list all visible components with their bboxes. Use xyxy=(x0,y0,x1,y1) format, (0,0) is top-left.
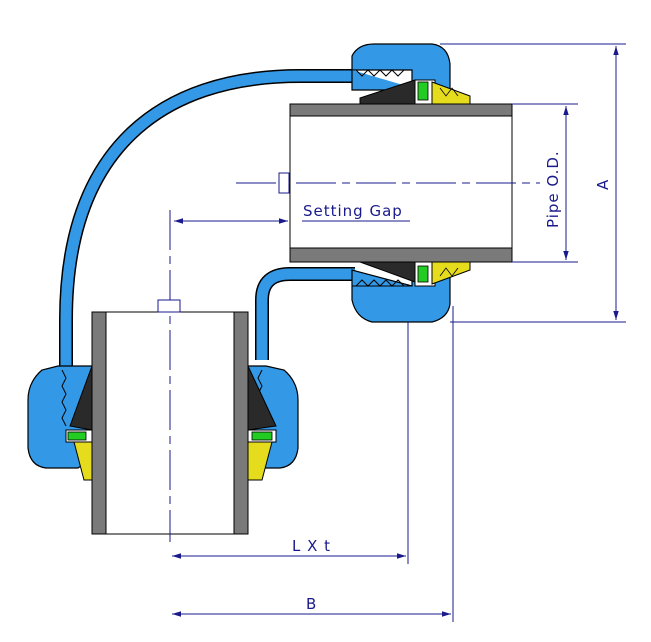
center-lines xyxy=(157,172,540,542)
dim-a-dimension xyxy=(440,43,626,323)
dim-lxt-label: L X t xyxy=(292,537,331,555)
dim-a-label: A xyxy=(594,179,612,190)
horizontal-pipe xyxy=(289,103,513,263)
upper-nut-assembly xyxy=(351,43,471,105)
pipe-od-label: Pipe O.D. xyxy=(544,150,562,228)
lower-right-nut-assembly xyxy=(247,365,299,481)
pipe-od-dimension xyxy=(512,103,578,263)
lower-left-nut-assembly xyxy=(27,365,93,481)
dim-b-dimension xyxy=(172,306,454,622)
elbow-body xyxy=(59,69,355,368)
middle-nut-assembly xyxy=(351,261,471,323)
setting-gap-label: Setting Gap xyxy=(303,202,403,220)
dim-lxt-dimension xyxy=(172,322,409,564)
center-mark-vertical xyxy=(157,299,181,313)
center-mark-horizontal xyxy=(278,172,290,194)
dim-b-label: B xyxy=(306,595,317,613)
